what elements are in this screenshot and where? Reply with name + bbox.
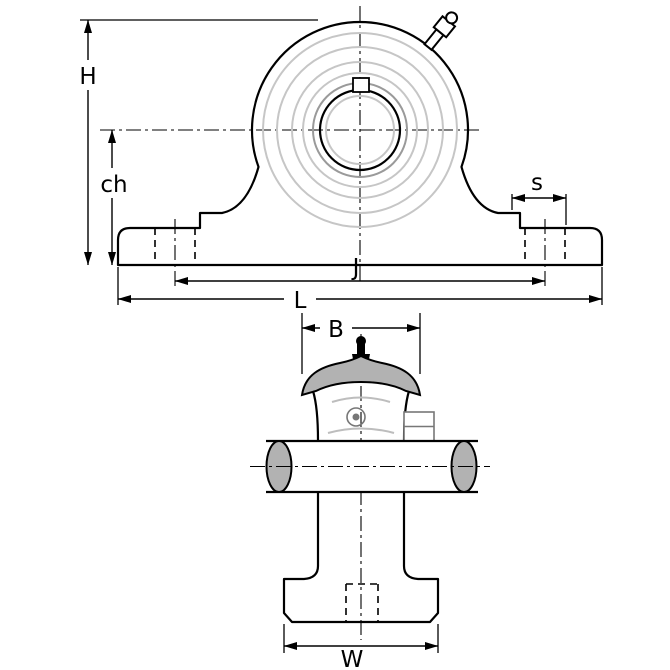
dim-label-L: L bbox=[294, 288, 307, 314]
housing-outline bbox=[116, 20, 604, 267]
side-view: B W bbox=[250, 313, 490, 670]
grease-fitting-front bbox=[423, 11, 459, 52]
grease-fitting-ball bbox=[445, 11, 459, 25]
inner-race-ring bbox=[302, 72, 418, 188]
keyway-notch bbox=[352, 77, 370, 93]
dimension-W: W bbox=[283, 624, 439, 670]
shaft bbox=[250, 439, 490, 494]
label-bg-B bbox=[320, 313, 352, 343]
dimension-L: L bbox=[117, 267, 603, 314]
race-groove-ring bbox=[291, 61, 429, 199]
dim-label-J: J bbox=[351, 255, 360, 281]
dimension-B: B bbox=[301, 313, 421, 374]
dim-label-s: s bbox=[531, 170, 543, 196]
dim-label-ch: ch bbox=[100, 172, 127, 198]
base-bolt-slot bbox=[345, 583, 379, 622]
dimension-s: s bbox=[511, 170, 567, 225]
dimension-ch: ch bbox=[94, 129, 134, 266]
bearing-cap bbox=[300, 354, 422, 397]
bore-chamfer-ring bbox=[325, 95, 395, 165]
outer-race-ring bbox=[276, 46, 444, 214]
grease-fitting-ball bbox=[356, 336, 366, 346]
label-bg-H bbox=[72, 60, 104, 90]
dim-label-H: H bbox=[79, 64, 96, 90]
set-screw-circle bbox=[346, 407, 366, 427]
bolt-holes bbox=[154, 219, 566, 286]
dim-label-B: B bbox=[328, 317, 344, 343]
housing-inner-ring bbox=[262, 32, 458, 228]
dimension-J: J bbox=[174, 255, 546, 285]
dimension-H: H bbox=[72, 19, 318, 266]
front-view: H ch s J L bbox=[72, 6, 604, 314]
bearing-rings bbox=[262, 32, 458, 228]
grease-fitting-neck bbox=[357, 344, 365, 354]
label-bg-ch bbox=[94, 168, 134, 198]
label-bg-L bbox=[284, 284, 316, 314]
pedestal-base-outline bbox=[282, 493, 440, 624]
set-screw-center bbox=[352, 413, 360, 421]
dim-label-W: W bbox=[341, 647, 364, 670]
insert-race-edges bbox=[327, 396, 395, 434]
